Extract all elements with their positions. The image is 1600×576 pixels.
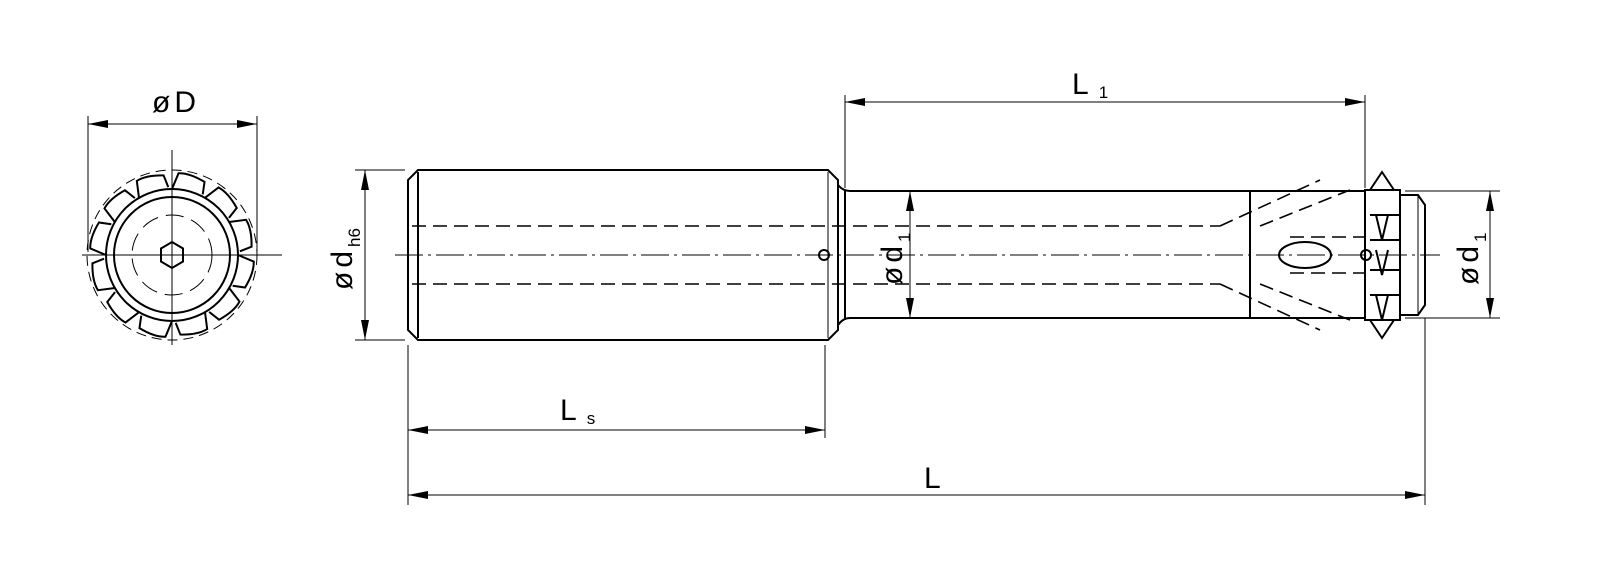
tooth (174, 312, 209, 336)
svg-text:L1: L1 (1072, 68, 1108, 102)
tooth (138, 315, 173, 338)
tooth (204, 186, 238, 219)
tooth (103, 189, 136, 223)
tooth (89, 221, 112, 256)
tooth (171, 172, 206, 195)
cutter-teeth (89, 172, 255, 338)
tooth (208, 287, 241, 321)
tooth (106, 291, 140, 324)
dimension-shank-diameter: ødh6 (326, 169, 405, 341)
tooth (135, 174, 170, 198)
tool-side-view (395, 169, 1440, 341)
tooth (91, 257, 115, 292)
dimension-neck-diameter: ød1 (876, 191, 914, 318)
svg-text:L: L (924, 462, 941, 495)
svg-text:ød1: ød1 (876, 233, 914, 285)
dimension-head-diameter: ød1 (1405, 190, 1500, 319)
svg-text:øD: øD (152, 86, 196, 119)
dimension-total-length: L (408, 318, 1426, 505)
tooth (232, 254, 255, 289)
svg-text:ød1: ød1 (1452, 233, 1490, 285)
svg-text:Ls: Ls (560, 394, 595, 428)
end-view (82, 150, 282, 345)
tooth (229, 218, 253, 253)
svg-text:ødh6: ødh6 (326, 228, 364, 290)
